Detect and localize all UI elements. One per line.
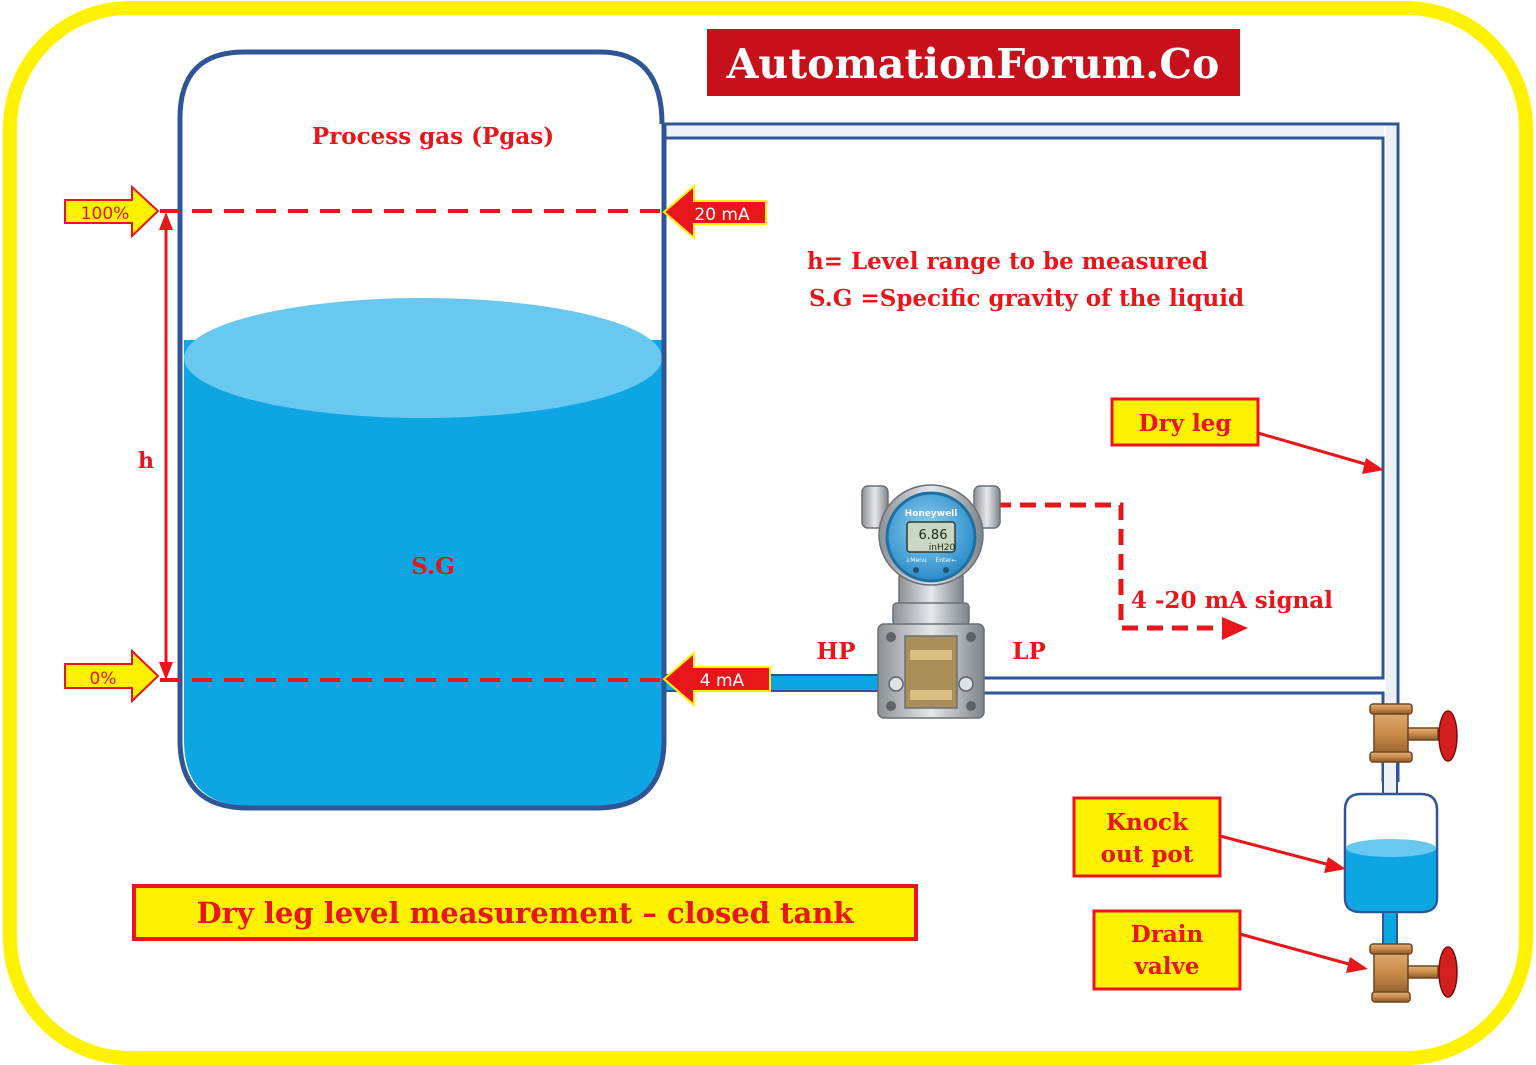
- drain-valve-icon: [1369, 943, 1458, 1003]
- arrow-4ma: 4 mA: [662, 650, 771, 708]
- dry-leg-label: Dry leg: [1139, 410, 1232, 437]
- menu-button-label: ↓Menu: [905, 557, 927, 564]
- display-unit: inH20: [929, 543, 956, 553]
- callout-dry-leg: Dry leg: [1110, 397, 1384, 474]
- liquid-surface: [184, 298, 662, 418]
- legend-sg: S.G =Specific gravity of the liquid: [809, 285, 1244, 312]
- dry-leg-fill: [1386, 126, 1396, 782]
- brand-text: AutomationForum.Co: [726, 40, 1220, 88]
- transmitter-display: [906, 521, 956, 553]
- diagram-title-box: Dry leg level measurement – closed tank: [132, 884, 918, 941]
- hp-label: HP: [816, 638, 855, 665]
- transmitter-brand: Honeywell: [905, 509, 958, 519]
- specific-gravity-label: S.G: [411, 553, 454, 580]
- marker-100-percent: 100%: [64, 184, 160, 239]
- process-gas-label: Process gas (Pgas): [312, 123, 554, 150]
- height-dimension: h: [138, 212, 173, 680]
- display-value: 6.86: [919, 528, 948, 543]
- tank: Process gas (Pgas) S.G: [177, 49, 667, 811]
- diagram-title: Dry leg level measurement – closed tank: [196, 896, 854, 930]
- dry-leg-top-fill: [664, 126, 1384, 136]
- knock-label-line2: out pot: [1101, 841, 1194, 868]
- legend-h: h= Level range to be measured: [807, 248, 1208, 275]
- marker-0-label: 0%: [90, 669, 117, 689]
- marker-0-percent: 0%: [64, 648, 160, 704]
- signal-label: 4 -20 mA signal: [1131, 587, 1333, 614]
- label-20ma: 20 mA: [694, 205, 750, 225]
- height-label: h: [138, 448, 154, 474]
- lp-label: LP: [1012, 638, 1045, 665]
- arrow-20ma: 20 mA: [662, 183, 767, 241]
- knock-out-pot: [1343, 792, 1439, 953]
- knock-label-line1: Knock: [1106, 809, 1189, 836]
- isolation-valve-icon: [1369, 703, 1458, 801]
- drain-label-line2: valve: [1133, 953, 1199, 980]
- signal-path: 4 -20 mA signal: [995, 502, 1333, 640]
- brand-banner: AutomationForum.Co: [707, 29, 1240, 96]
- callout-knock-out-pot: Knock out pot: [1072, 796, 1346, 878]
- label-4ma: 4 mA: [700, 671, 745, 691]
- callout-drain-valve: Drain valve: [1092, 909, 1368, 991]
- tank-shell: [177, 49, 667, 811]
- dp-transmitter: Honeywell 6.86 inH20 ↓Menu Enter←: [861, 484, 1001, 719]
- enter-button-label: Enter←: [935, 557, 956, 564]
- marker-100-label: 100%: [81, 204, 130, 224]
- drain-label-line1: Drain: [1131, 921, 1204, 948]
